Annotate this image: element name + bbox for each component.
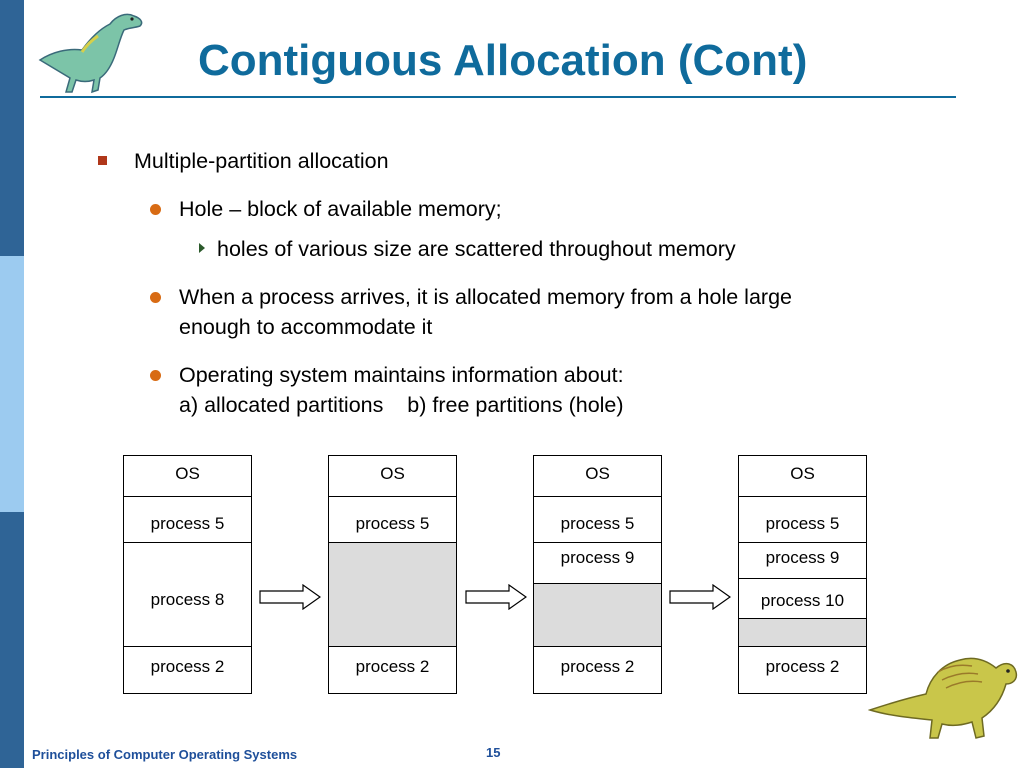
bullet-multiple-partition: Multiple-partition allocation (134, 149, 389, 173)
bullet-arrival-line2: enough to accommodate it (179, 315, 433, 339)
memory-block-hole (739, 619, 866, 647)
circle-bullet-icon (150, 370, 161, 381)
square-bullet-icon (98, 156, 107, 165)
block-label: OS (380, 464, 405, 483)
memory-block-os: OS (534, 456, 661, 497)
block-label: OS (585, 464, 610, 483)
bullet-os-info-line1: Operating system maintains information a… (179, 363, 624, 387)
memory-block-process-2: process 2 (329, 647, 456, 693)
block-label: process 5 (355, 514, 430, 533)
bullet-hole-definition: Hole – block of available memory; (179, 197, 502, 221)
block-label: OS (175, 464, 200, 483)
memory-block-process-9: process 9 (534, 543, 661, 584)
memory-block-process-5: process 5 (739, 497, 866, 543)
memory-block-process-5: process 5 (124, 497, 251, 543)
memory-map-2: OS process 5 process 2 (328, 455, 457, 694)
block-label: process 2 (355, 657, 430, 676)
right-arrow-icon (669, 584, 731, 610)
memory-block-process-2: process 2 (124, 647, 251, 693)
memory-map-4: OS process 5 process 9 process 10 proces… (738, 455, 867, 694)
block-label: process 5 (765, 514, 840, 533)
memory-block-os: OS (329, 456, 456, 497)
block-label: process 2 (150, 657, 225, 676)
memory-block-process-5: process 5 (534, 497, 661, 543)
memory-block-os: OS (124, 456, 251, 497)
bullet-os-info-line2: a) allocated partitions b) free partitio… (179, 393, 624, 417)
memory-block-hole (329, 543, 456, 647)
memory-block-process-8: process 8 (124, 543, 251, 647)
block-label: process 8 (150, 590, 225, 609)
circle-bullet-icon (150, 204, 161, 215)
dinosaur-illustration-icon (868, 657, 1018, 739)
block-label: process 9 (765, 548, 840, 567)
memory-block-process-10: process 10 (739, 579, 866, 619)
block-label: process 2 (765, 657, 840, 676)
title-underline (40, 96, 956, 98)
memory-block-process-9: process 9 (739, 543, 866, 579)
block-label: process 9 (560, 548, 635, 567)
block-label: process 5 (560, 514, 635, 533)
block-label: process 5 (150, 514, 225, 533)
bullet-holes-scattered: holes of various size are scattered thro… (217, 237, 736, 261)
memory-block-process-5: process 5 (329, 497, 456, 543)
sidebar-stripe-top (0, 0, 24, 256)
sidebar-stripe-bottom (0, 512, 24, 768)
memory-block-hole (534, 584, 661, 647)
circle-bullet-icon (150, 292, 161, 303)
block-label: process 2 (560, 657, 635, 676)
sidebar-stripe-middle (0, 256, 24, 512)
memory-map-1: OS process 5 process 8 process 2 (123, 455, 252, 694)
memory-block-process-2: process 2 (739, 647, 866, 693)
right-arrow-icon (259, 584, 321, 610)
block-label: OS (790, 464, 815, 483)
slide-title: Contiguous Allocation (Cont) (198, 36, 808, 85)
right-arrow-icon (465, 584, 527, 610)
triangle-bullet-icon (199, 243, 205, 253)
bullet-arrival-line1: When a process arrives, it is allocated … (179, 285, 792, 309)
memory-map-3: OS process 5 process 9 process 2 (533, 455, 662, 694)
block-label: process 10 (760, 591, 845, 610)
dinosaur-logo-icon (38, 13, 143, 94)
footer-course-title: Principles of Computer Operating Systems (32, 747, 298, 762)
page-number: 15 (486, 745, 501, 760)
memory-block-os: OS (739, 456, 866, 497)
memory-block-process-2: process 2 (534, 647, 661, 693)
